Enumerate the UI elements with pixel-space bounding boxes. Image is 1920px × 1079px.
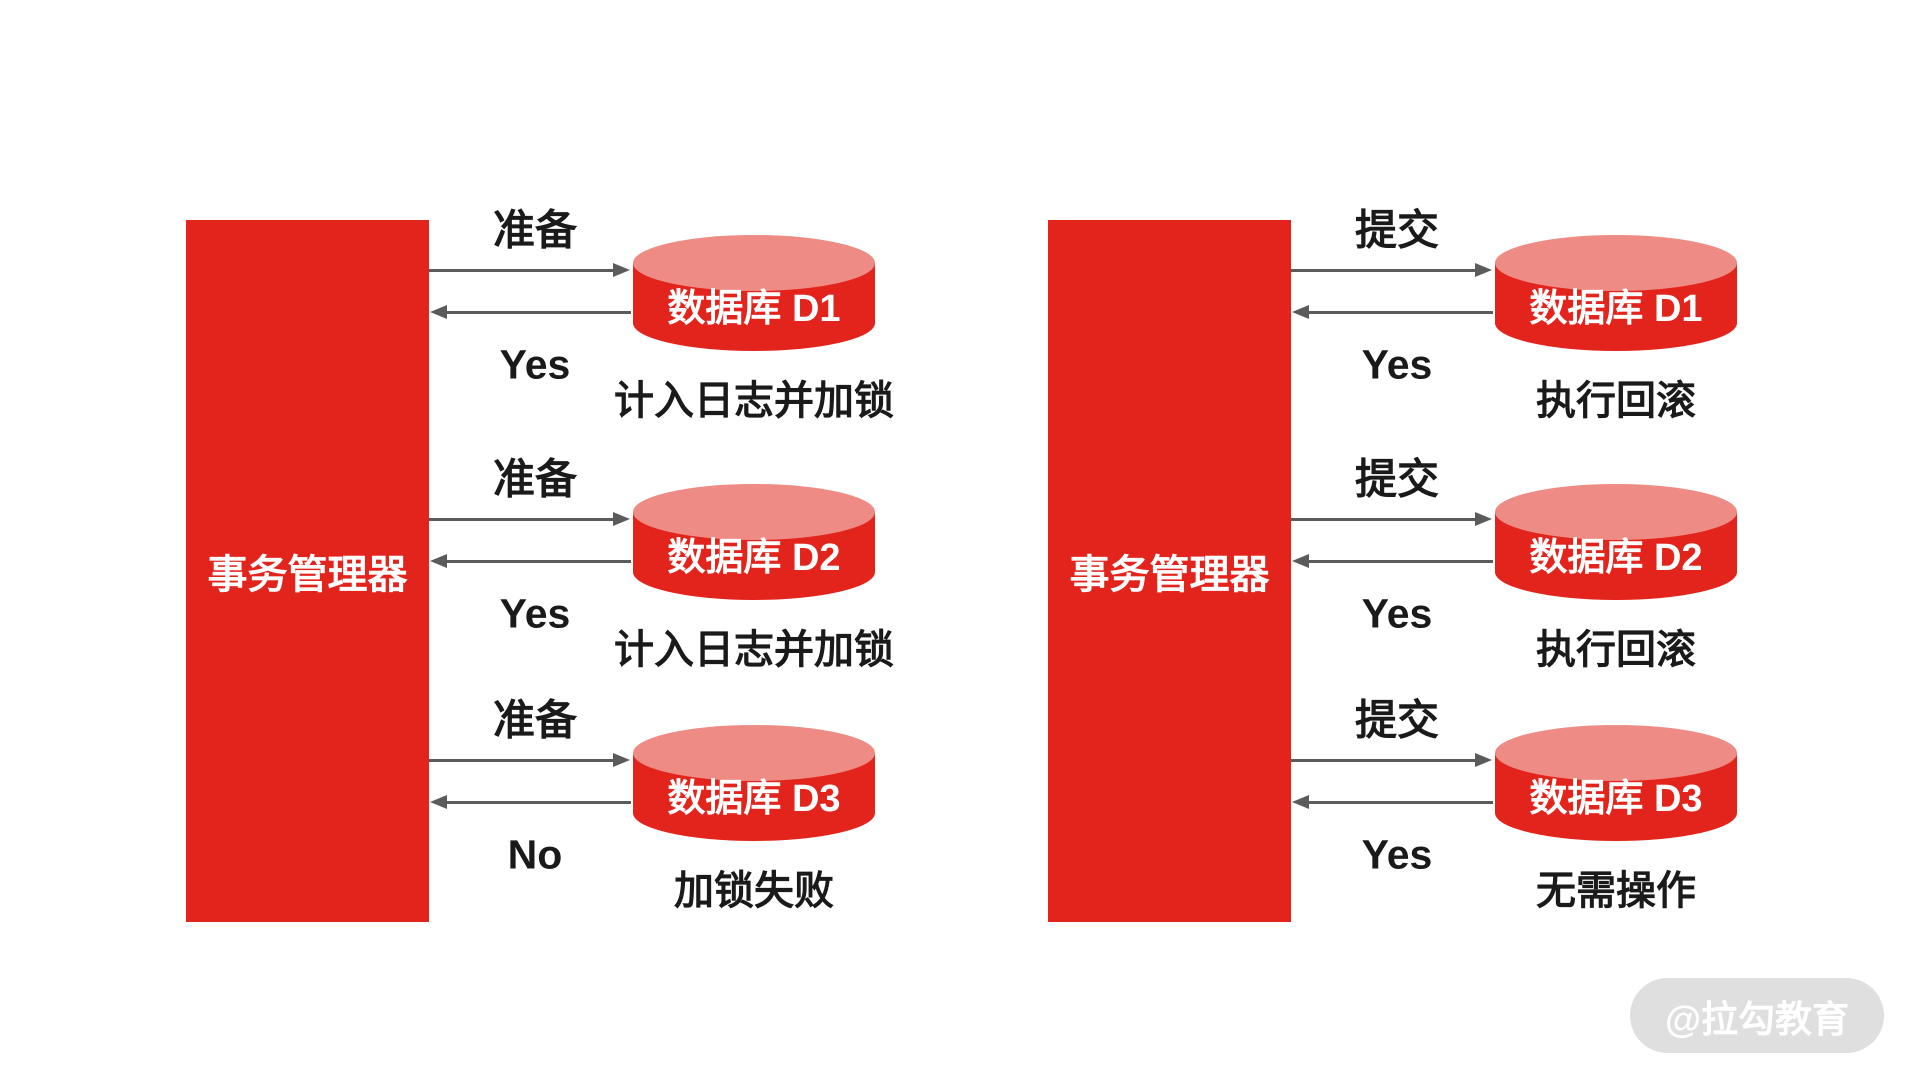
database-label: 数据库 D1 (1529, 288, 1703, 330)
request-arrow-icon (429, 263, 630, 277)
response-label: Yes (499, 341, 571, 388)
database-icon (1495, 484, 1737, 600)
database-label: 数据库 D2 (1529, 537, 1703, 579)
response-arrow-icon (430, 305, 631, 319)
database-cylinder-d1: 数据库 D1 (631, 235, 877, 353)
response-label: Yes (499, 590, 571, 637)
database-cylinder-d2: 数据库 D2 (1493, 484, 1739, 602)
database-label: 数据库 D2 (667, 537, 841, 579)
response-arrow-icon (430, 554, 631, 568)
request-arrow-icon (1291, 263, 1492, 277)
database-cylinder-d1: 数据库 D1 (1493, 235, 1739, 353)
request-label: 提交 (1354, 455, 1440, 503)
response-label: Yes (1361, 590, 1433, 637)
db-result-note: 计入日志并加锁 (614, 379, 894, 423)
database-icon (633, 725, 875, 841)
db-row-d1: 提交 Yes 数据库 D1 执行回滚 (1048, 150, 1920, 450)
database-icon (1495, 235, 1737, 351)
database-cylinder-d3: 数据库 D3 (631, 725, 877, 843)
db-result-note: 执行回滚 (1536, 379, 1696, 423)
panel-commit-phase: 事务管理器 提交 Yes 数据库 D1 执行回滚 提交 Yes (1048, 150, 1920, 950)
db-row-d2: 提交 Yes 数据库 D2 执行回滚 (1048, 399, 1920, 699)
request-label: 提交 (1354, 206, 1440, 254)
db-row-d1: 准备 Yes 数据库 D1 计入日志并加锁 (186, 150, 1086, 450)
db-result-note: 加锁失败 (674, 869, 834, 913)
database-cylinder-d2: 数据库 D2 (631, 484, 877, 602)
request-label: 准备 (492, 206, 578, 254)
database-label: 数据库 D1 (667, 288, 841, 330)
panel-prepare-phase: 事务管理器 准备 Yes 数据库 D1 计入日志并加锁 准备 Yes (186, 150, 1086, 950)
response-label: Yes (1361, 831, 1433, 878)
request-arrow-icon (429, 753, 630, 767)
transaction-manager-box-left: 事务管理器 (186, 220, 429, 922)
database-icon (1495, 725, 1737, 841)
request-arrow-icon (1291, 512, 1492, 526)
request-arrow-icon (429, 512, 630, 526)
response-arrow-icon (1292, 795, 1493, 809)
database-label: 数据库 D3 (667, 778, 841, 820)
response-arrow-icon (430, 795, 631, 809)
db-result-note: 计入日志并加锁 (614, 628, 894, 672)
db-row-d3: 提交 Yes 数据库 D3 无需操作 (1048, 640, 1920, 940)
database-icon (633, 235, 875, 351)
response-label: No (507, 831, 563, 878)
transaction-manager-label: 事务管理器 (1069, 553, 1270, 597)
request-arrow-icon (1291, 753, 1492, 767)
request-label: 准备 (492, 696, 578, 744)
response-arrow-icon (1292, 305, 1493, 319)
response-label: Yes (1361, 341, 1433, 388)
request-label: 准备 (492, 455, 578, 503)
db-result-note: 执行回滚 (1536, 628, 1696, 672)
db-row-d3: 准备 No 数据库 D3 加锁失败 (186, 640, 1086, 940)
transaction-manager-label: 事务管理器 (207, 553, 408, 597)
database-icon (633, 484, 875, 600)
database-label: 数据库 D3 (1529, 778, 1703, 820)
db-row-d2: 准备 Yes 数据库 D2 计入日志并加锁 (186, 399, 1086, 699)
watermark-badge: @拉勾教育 (1630, 978, 1884, 1053)
database-cylinder-d3: 数据库 D3 (1493, 725, 1739, 843)
watermark-text: @拉勾教育 (1664, 998, 1850, 1040)
db-result-note: 无需操作 (1536, 869, 1696, 913)
request-label: 提交 (1354, 696, 1440, 744)
response-arrow-icon (1292, 554, 1493, 568)
transaction-manager-box-right: 事务管理器 (1048, 220, 1291, 922)
